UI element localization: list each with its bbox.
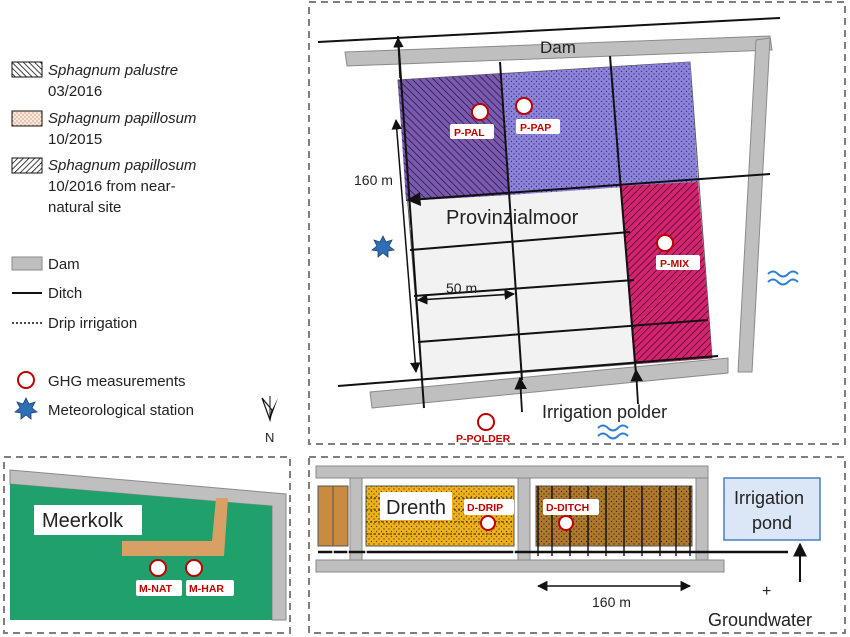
ditch-h2 bbox=[409, 231, 631, 251]
ghg-p-pap-label-bg bbox=[516, 119, 560, 134]
ghg-p-pap-marker bbox=[515, 97, 533, 115]
label-50m: 50 m bbox=[446, 280, 477, 296]
drenth-dam-right bbox=[695, 477, 709, 561]
ghg-m-har-label: M-HAR bbox=[189, 583, 224, 595]
ghg-m-nat-marker bbox=[149, 559, 167, 577]
ghg-p-pal-marker bbox=[471, 103, 489, 121]
ghg-p-polder-label: P-POLDER bbox=[456, 433, 511, 445]
plot-mix bbox=[620, 182, 712, 364]
provinzialmoor-dam-label: Dam bbox=[540, 38, 576, 57]
legend-swatch-papillosum-2016 bbox=[11, 157, 43, 174]
legend-detail2-papillosum-2016: natural site bbox=[48, 199, 121, 216]
plus-label: + bbox=[762, 583, 771, 600]
ghg-p-pap-label: P-PAP bbox=[520, 122, 551, 134]
water-icon-polder bbox=[597, 424, 629, 440]
legend: Sphagnum palustre 03/2016 Sphagnum papil… bbox=[11, 61, 278, 445]
ghg-d-drip-label-bg bbox=[464, 499, 514, 515]
drenth-dam-mid bbox=[517, 477, 531, 561]
irrigation-pond-line1: Irrigation bbox=[734, 488, 804, 508]
legend-swatch-palustre bbox=[11, 61, 43, 78]
north-label: N bbox=[265, 430, 274, 445]
legend-detail-papillosum-2016: 10/2016 from near- bbox=[48, 178, 176, 195]
meerkolk-label-bg bbox=[34, 505, 142, 535]
irrigation-polder-label: Irrigation polder bbox=[542, 402, 667, 422]
provinzialmoor-label: Provinzialmoor bbox=[446, 207, 579, 229]
meerkolk-panel bbox=[3, 456, 291, 634]
dam-right bbox=[737, 37, 771, 373]
legend-met-label: Meteorological station bbox=[48, 402, 194, 419]
drenth-dam-mid-left bbox=[349, 477, 363, 561]
ditch-h4 bbox=[417, 319, 709, 343]
legend-drip-label: Drip irrigation bbox=[48, 315, 137, 332]
ghg-d-ditch-label: D-DITCH bbox=[546, 502, 589, 514]
ghg-p-mix-label: P-MIX bbox=[660, 258, 689, 270]
drenth-label-bg bbox=[380, 492, 452, 520]
provinzialmoor-label-bg bbox=[410, 202, 590, 230]
drenth-supply-ticks bbox=[332, 549, 515, 555]
ghg-p-mix-label-bg bbox=[656, 255, 700, 270]
arrow-inflow-bottom-1 bbox=[514, 376, 527, 413]
meerkolk-map: Meerkolk M-NAT M-HAR bbox=[9, 469, 287, 621]
drenth-dam-top bbox=[315, 465, 709, 479]
arrow-north-ditch bbox=[393, 36, 404, 79]
ghg-d-ditch-label-bg bbox=[543, 499, 599, 515]
drenth-map: Drenth D-DRIP D-DITCH Irrigation pond 16… bbox=[315, 465, 821, 630]
drenth-label: Drenth bbox=[386, 497, 446, 519]
ditch-h1 bbox=[406, 173, 771, 207]
legend-swatch-dam bbox=[11, 256, 43, 271]
drenth-160m-label: 160 m bbox=[592, 594, 631, 610]
ghg-m-har-marker bbox=[185, 559, 203, 577]
ditch-bottom bbox=[337, 355, 719, 387]
legend-species-papillosum-2015: Sphagnum papillosum bbox=[48, 110, 196, 127]
arrow-inflow-bottom-2 bbox=[630, 368, 643, 405]
water-icon bbox=[767, 270, 799, 286]
legend-dam-label: Dam bbox=[48, 256, 80, 273]
legend-met-station-icon bbox=[14, 397, 38, 420]
meerkolk-label: Meerkolk bbox=[42, 510, 124, 532]
ghg-m-nat-label: M-NAT bbox=[139, 583, 173, 595]
meerkolk-path bbox=[122, 498, 228, 556]
provinzialmoor-panel bbox=[308, 1, 846, 445]
legend-ghg-icon bbox=[17, 371, 35, 389]
drenth-ditches bbox=[537, 486, 691, 556]
irrigation-pond bbox=[723, 477, 821, 541]
ghg-m-har-label-bg bbox=[186, 580, 234, 596]
irrigation-pond-line2: pond bbox=[752, 513, 792, 533]
ghg-p-pal-label: P-PAL bbox=[454, 127, 485, 139]
drenth-panel bbox=[308, 456, 846, 634]
plot-papillosum bbox=[502, 62, 698, 195]
drenth-dam-bottom bbox=[315, 559, 725, 573]
legend-detail-papillosum-2015: 10/2015 bbox=[48, 131, 102, 148]
legend-swatch-papillosum-2015 bbox=[11, 110, 43, 127]
legend-species-papillosum-2016: Sphagnum papillosum bbox=[48, 157, 196, 174]
legend-detail-palustre: 03/2016 bbox=[48, 83, 102, 100]
ditch-v1 bbox=[499, 61, 523, 381]
legend-ditch-label: Ditch bbox=[48, 285, 82, 302]
label-160m: 160 m bbox=[354, 172, 393, 188]
dam-top bbox=[344, 35, 773, 67]
ghg-d-drip-marker bbox=[480, 515, 496, 531]
legend-ghg-label: GHG measurements bbox=[48, 373, 186, 390]
drenth-field-ditch bbox=[535, 485, 693, 547]
groundwater-label: Groundwater bbox=[708, 610, 812, 630]
met-station-icon bbox=[371, 235, 395, 258]
arrow-50m bbox=[416, 289, 516, 305]
ghg-p-pal-label-bg bbox=[450, 124, 494, 139]
ghg-p-mix-marker bbox=[656, 234, 674, 252]
arrow-160m bbox=[391, 118, 421, 374]
ghg-m-nat-label-bg bbox=[136, 580, 182, 596]
ghg-d-ditch-marker bbox=[558, 515, 574, 531]
legend-species-palustre: Sphagnum palustre bbox=[48, 62, 178, 79]
provinzialmoor-map: Dam Provinzialmoor 160 m 50 m bbox=[317, 17, 799, 445]
north-arrow-icon bbox=[261, 396, 278, 423]
ghg-p-polder-marker bbox=[477, 413, 495, 431]
ghg-d-drip-label: D-DRIP bbox=[467, 502, 503, 514]
ditch-v2 bbox=[609, 55, 637, 375]
